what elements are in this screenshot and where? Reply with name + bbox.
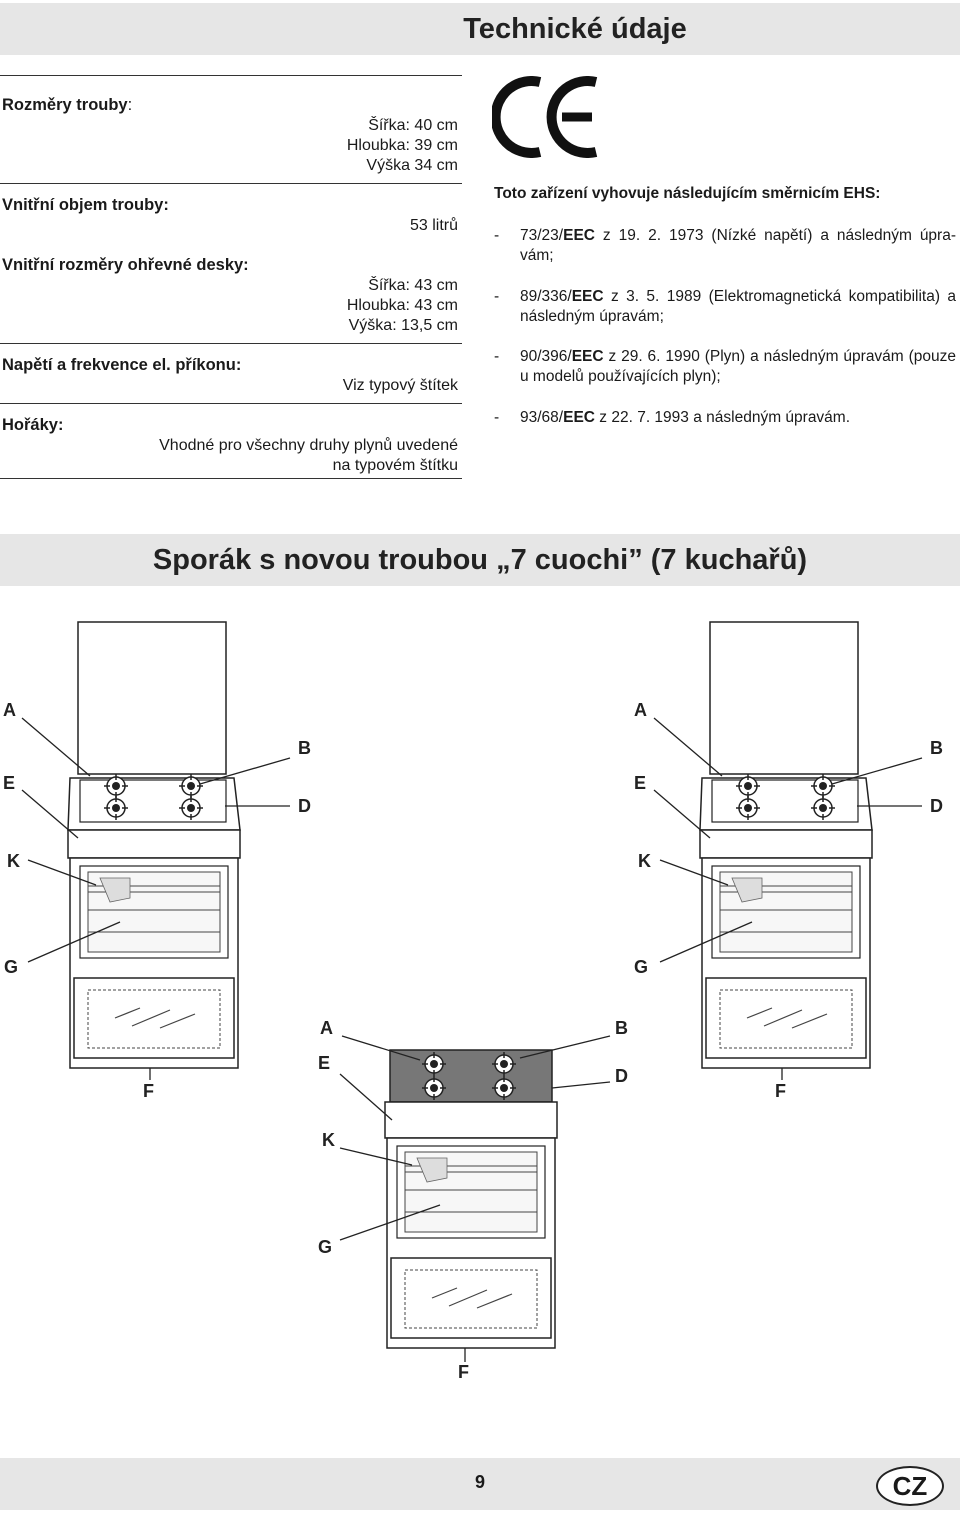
spec-label: Napětí a frekvence el. příkonu: [2,356,242,374]
pointer-lines [21,717,923,1362]
label-d-left: D [298,796,311,816]
label-f-left: F [143,1081,154,1101]
label-k-left: K [7,851,20,871]
label-f-right: F [775,1081,786,1101]
title-band: Technické údaje [0,3,960,55]
spec-value: Viz typový štítek [342,377,458,394]
subtitle-band: Sporák s novou troubou „7 cuochi” (7 kuc… [0,534,960,586]
country-badge: CZ [876,1466,944,1506]
spec-table: Rozměry trouby: Šířka: 40 cm Hloubka: 39… [0,75,462,479]
spec-value: 53 litrů [409,217,458,234]
ce-mark-logo [492,76,598,158]
directive-item: - 73/23/EEC z 19. 2. 1973 (Nízké napětí)… [494,227,956,264]
label-g-left: G [4,957,19,977]
section-title: Sporák s novou troubou „7 cuochi” (7 kuc… [152,543,808,576]
label-e-right: E [634,773,647,793]
label-d-right: D [930,796,943,816]
label-b-center: B [615,1018,628,1038]
label-b-left: B [298,738,311,758]
label-f-center: F [458,1362,469,1382]
divider [0,343,462,344]
spec-label: Vnitřní objem trouby: [2,196,169,214]
label-k-right: K [638,851,651,871]
label-g-center: G [318,1237,333,1257]
spec-label: Vnitřní rozměry ohřevné desky: [2,256,249,274]
page-number: 9 [474,1472,485,1492]
divider [0,183,462,184]
directive-item: - 89/336/EEC z 3. 5. 1989 (Elektromagnet… [494,288,956,325]
divider [0,403,462,404]
stove-center [384,1049,558,1349]
stove-right [699,621,873,1069]
label-a-right: A [634,700,647,720]
footer: 9 CZ [0,1458,960,1510]
label-g-right: G [634,957,649,977]
label-b-right: B [930,738,943,758]
page-title: Technické údaje [463,12,687,45]
label-d-center: D [615,1066,628,1086]
divider [0,478,462,479]
label-e-center: E [318,1053,331,1073]
directive-item: - 93/68/EEC z 22. 7. 1993 a následným úp… [494,409,851,426]
stove-left [67,621,241,1069]
label-a-left: A [3,700,16,720]
directives-title: Toto zařízení vyhovuje následujícím směr… [494,185,881,202]
label-e-left: E [3,773,16,793]
spec-label: Rozměry trouby: [2,96,133,114]
spec-value: Šířka: 43 cm Hloubka: 43 cm Výška: 13,5 … [346,277,458,334]
spec-value: Vhodné pro všechny druhy plynů uvedené n… [159,437,458,474]
spec-value: Šířka: 40 cm Hloubka: 39 cm Výška 34 cm [346,117,458,174]
directive-item: - 90/396/EEC z 29. 6. 1990 (Plyn) a násl… [494,348,956,385]
spec-label: Hořáky: [2,416,64,434]
stove-diagrams [21,621,923,1362]
label-a-center: A [320,1018,333,1038]
label-k-center: K [322,1130,335,1150]
